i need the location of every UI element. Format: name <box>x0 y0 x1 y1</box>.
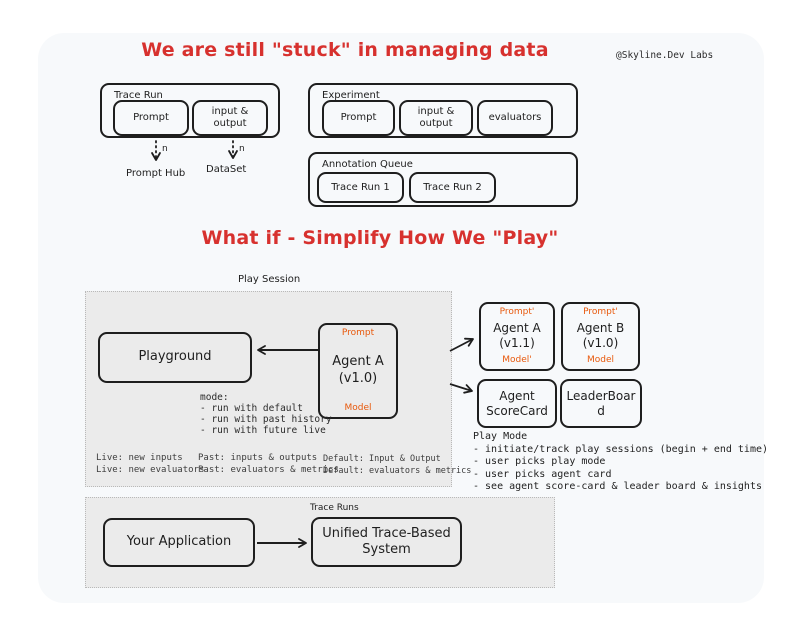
trace-run-io-box: input & output <box>192 100 268 136</box>
play-mode-line: - user picks play mode <box>473 456 606 467</box>
trace-run-2-box: Trace Run 2 <box>409 172 496 203</box>
agent-a-v10-box: Prompt Agent A (v1.0) Model <box>318 323 398 419</box>
agent-b-version: (v1.0) <box>582 336 619 350</box>
play-session-label: Play Session <box>238 274 301 285</box>
experiment-evaluators-box: evaluators <box>477 100 553 136</box>
agent-a-v10-model-label: Model <box>344 403 372 413</box>
leaderboard-box: LeaderBoard <box>560 379 642 428</box>
mode-line: mode: <box>200 392 229 403</box>
agent-a-v11-name-line: Agent A <box>493 321 541 335</box>
arrow1-cardinality-label: n <box>162 144 168 154</box>
play-mode-line: - initiate/track play sessions (begin + … <box>473 443 769 455</box>
play-mode-notes: Play Mode - initiate/track play sessions… <box>473 431 768 494</box>
your-application-box: Your Application <box>103 518 255 567</box>
section1-title: We are still "stuck" in managing data <box>141 39 549 61</box>
agent-b-model-label: Model <box>586 355 615 365</box>
agent-a-v10-name: Agent A (v1.0) <box>332 354 384 388</box>
agent-b-name-line: Agent B <box>576 321 625 335</box>
agent-a-v11-model-label: Model' <box>502 355 532 365</box>
trace-system-container <box>85 497 555 588</box>
playground-box: Playground <box>98 332 252 383</box>
prompt-hub-label: Prompt Hub <box>126 168 186 179</box>
default-note-line: Default: Input & Output <box>323 454 441 464</box>
unified-system-box: Unified Trace-Based System <box>311 517 462 567</box>
experiment-prompt-box: Prompt <box>322 100 395 136</box>
trace-runs-label: Trace Runs <box>310 503 359 513</box>
agent-a-v10-prompt-label: Prompt <box>341 328 375 338</box>
default-notes: Default: Input & Output Default: evaluat… <box>323 453 471 477</box>
live-note-line: Live: new inputs <box>96 453 183 463</box>
agent-a-v10-name-line: Agent A <box>332 353 384 369</box>
trace-run-1-box: Trace Run 1 <box>317 172 404 203</box>
past-note-line: Past: inputs & outputs <box>198 453 318 463</box>
default-note-line: Default: evaluators & metrics <box>323 466 472 476</box>
agent-b-name: Agent B (v1.0) <box>577 321 625 351</box>
agent-b-prompt-label: Prompt' <box>583 307 618 317</box>
section2-title: What if - Simplify How We "Play" <box>201 227 559 249</box>
trace-run-label: Trace Run <box>114 90 163 101</box>
trace-run-prompt-box: Prompt <box>113 100 189 136</box>
experiment-io-box: input & output <box>399 100 473 136</box>
agent-a-v11-version: (v1.1) <box>499 336 535 350</box>
agent-scorecard-box: Agent ScoreCard <box>477 379 557 428</box>
arrow2-cardinality-label: n <box>239 144 245 154</box>
annotation-queue-group: Annotation Queue <box>308 152 578 207</box>
mode-line: - run with default <box>200 403 303 414</box>
experiment-group: Experiment <box>308 83 578 138</box>
agent-a-v11-name: Agent A (v1.1) <box>493 321 541 351</box>
trace-run-group: Trace Run <box>100 83 280 138</box>
past-note-line: Past: evaluators & metrics <box>198 465 339 475</box>
experiment-label: Experiment <box>322 90 380 101</box>
mode-line: - run with past history <box>200 414 332 425</box>
agent-a-v11-card: Prompt' Agent A (v1.1) Model' <box>479 302 555 371</box>
agent-b-v10-card: Prompt' Agent B (v1.0) Model <box>561 302 640 371</box>
mode-line: - run with future live <box>200 425 326 436</box>
mode-notes: mode: - run with default - run with past… <box>200 392 332 436</box>
live-notes: Live: new inputs Live: new evaluators <box>96 452 204 476</box>
dataset-label: DataSet <box>206 164 247 175</box>
annotation-queue-label: Annotation Queue <box>322 159 413 170</box>
agent-a-v11-prompt-label: Prompt' <box>499 307 535 317</box>
watermark: @Skyline.Dev Labs <box>616 50 714 61</box>
play-mode-line: - user picks agent card <box>473 468 612 480</box>
live-note-line: Live: new evaluators <box>96 465 205 475</box>
play-mode-title: Play Mode <box>473 431 528 442</box>
leaderboard-text: LeaderBoard <box>566 388 636 418</box>
play-mode-line: - see agent score-card & leader board & … <box>473 481 762 492</box>
past-notes: Past: inputs & outputs Past: evaluators … <box>198 452 339 476</box>
agent-a-v10-version: (v1.0) <box>338 370 378 386</box>
